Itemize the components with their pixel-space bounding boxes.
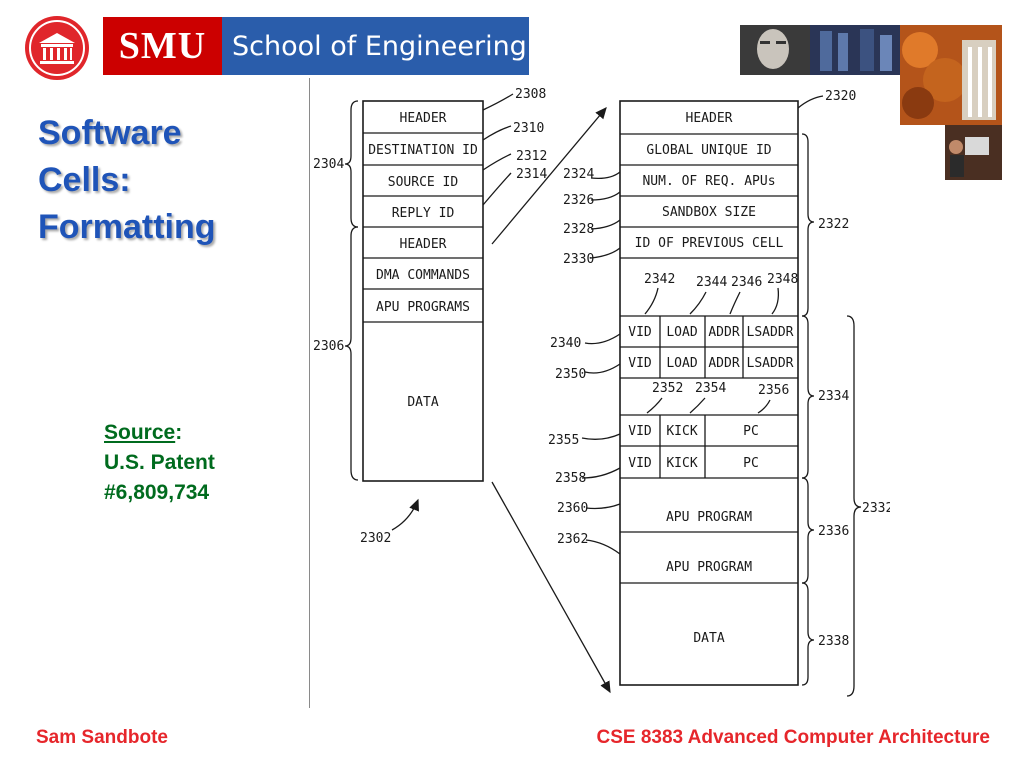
ref-2320: 2320: [825, 89, 856, 104]
left-cell: HEADER DESTINATION ID SOURCE ID REPLY ID…: [313, 87, 547, 546]
destination-id-field: DESTINATION ID: [368, 143, 478, 158]
expand-arrow-bottom: [491, 481, 611, 694]
ref-2324: 2324: [563, 167, 594, 182]
left-cell-outline: [362, 100, 484, 482]
dma2-vid: VID: [628, 356, 652, 371]
source-id-field: SOURCE ID: [388, 175, 459, 190]
ref-2302: 2302: [360, 531, 391, 546]
server-room-photo: [810, 25, 900, 75]
ref-2328: 2328: [563, 222, 594, 237]
kick1-pc: PC: [743, 424, 759, 439]
title-line: Cells:: [38, 161, 131, 199]
portrait-photo: [740, 25, 810, 75]
ref-2346: 2346: [731, 275, 762, 290]
ref-2336: 2336: [818, 524, 849, 539]
kick2-vid: VID: [628, 456, 652, 471]
right-cell: HEADER GLOBAL UNIQUE ID NUM. OF REQ. APU…: [548, 89, 890, 697]
kick1-kick: KICK: [666, 424, 697, 439]
kick2-kick: KICK: [666, 456, 697, 471]
autumn-campus-photo: [900, 25, 1002, 125]
ref-2355: 2355: [548, 433, 579, 448]
dma2-lsaddr: LSADDR: [747, 356, 794, 371]
ref-2314: 2314: [516, 167, 547, 182]
ref-2350: 2350: [555, 367, 586, 382]
ref-2334: 2334: [818, 389, 849, 404]
dma1-lsaddr: LSADDR: [747, 325, 794, 340]
global-unique-id-field: GLOBAL UNIQUE ID: [646, 143, 771, 158]
kick1-vid: VID: [628, 424, 652, 439]
ref-2308: 2308: [515, 87, 546, 102]
dma1-addr: ADDR: [708, 325, 739, 340]
apu-program-2-field: APU PROGRAM: [666, 560, 752, 575]
right-data-field: DATA: [693, 631, 724, 646]
ref-2362: 2362: [557, 532, 588, 547]
ref-2360: 2360: [557, 501, 588, 516]
right-header-field: HEADER: [686, 111, 733, 126]
ref-2326: 2326: [563, 193, 594, 208]
ref-2340: 2340: [550, 336, 581, 351]
source-colon: :: [175, 421, 183, 444]
slide-title: Software Cells: Formatting: [38, 110, 216, 251]
dma2-addr: ADDR: [708, 356, 739, 371]
smu-wordmark: SMU: [103, 17, 222, 75]
right-cell-outline: [619, 100, 799, 686]
content-divider: [309, 78, 310, 708]
ref-2342: 2342: [644, 272, 675, 287]
title-line: Software: [38, 114, 182, 152]
ref-2352: 2352: [652, 381, 683, 396]
ref-2322: 2322: [818, 217, 849, 232]
source-patent-label: U.S. Patent: [104, 451, 215, 474]
num-req-apus-field: NUM. OF REQ. APUs: [642, 174, 775, 189]
school-name: School of Engineering: [222, 17, 529, 75]
body-header-field: HEADER: [400, 237, 447, 252]
ref-2310: 2310: [513, 121, 544, 136]
expand-arrow-top: [491, 107, 607, 245]
left-data-field: DATA: [407, 395, 438, 410]
ref-2338: 2338: [818, 634, 849, 649]
ref-2354: 2354: [695, 381, 726, 396]
kick2-pc: PC: [743, 456, 759, 471]
footer-course: CSE 8383 Advanced Computer Architecture: [596, 727, 991, 748]
ref-2330: 2330: [563, 252, 594, 267]
ref-2358: 2358: [555, 471, 586, 486]
sandbox-size-field: SANDBOX SIZE: [662, 205, 756, 220]
ref-2356: 2356: [758, 383, 789, 398]
apu-program-1-field: APU PROGRAM: [666, 510, 752, 525]
software-cell-diagram: HEADER DESTINATION ID SOURCE ID REPLY ID…: [313, 87, 890, 697]
ref-2312: 2312: [516, 149, 547, 164]
previous-cell-id-field: ID OF PREVIOUS CELL: [635, 236, 784, 251]
source-patent-number: #6,809,734: [104, 481, 210, 504]
ref-2348: 2348: [767, 272, 798, 287]
dma1-load: LOAD: [666, 325, 697, 340]
dma-commands-field: DMA COMMANDS: [376, 268, 470, 283]
source-citation: Source: U.S. Patent #6,809,734: [104, 418, 215, 508]
left-header-field: HEADER: [400, 111, 447, 126]
header-photo-collage: [740, 25, 1002, 180]
lab-workstation-photo: [945, 125, 1002, 180]
footer-author: Sam Sandbote: [36, 727, 168, 748]
ref-2344: 2344: [696, 275, 727, 290]
ref-2304: 2304: [313, 157, 344, 172]
apu-programs-field: APU PROGRAMS: [376, 300, 470, 315]
dma1-vid: VID: [628, 325, 652, 340]
title-line: Formatting: [38, 208, 216, 246]
source-label: Source: [104, 421, 176, 444]
reply-id-field: REPLY ID: [392, 206, 455, 221]
ref-2332: 2332: [862, 501, 890, 516]
smu-seal-logo: [25, 16, 89, 80]
dma2-load: LOAD: [666, 356, 697, 371]
ref-2306: 2306: [313, 339, 344, 354]
